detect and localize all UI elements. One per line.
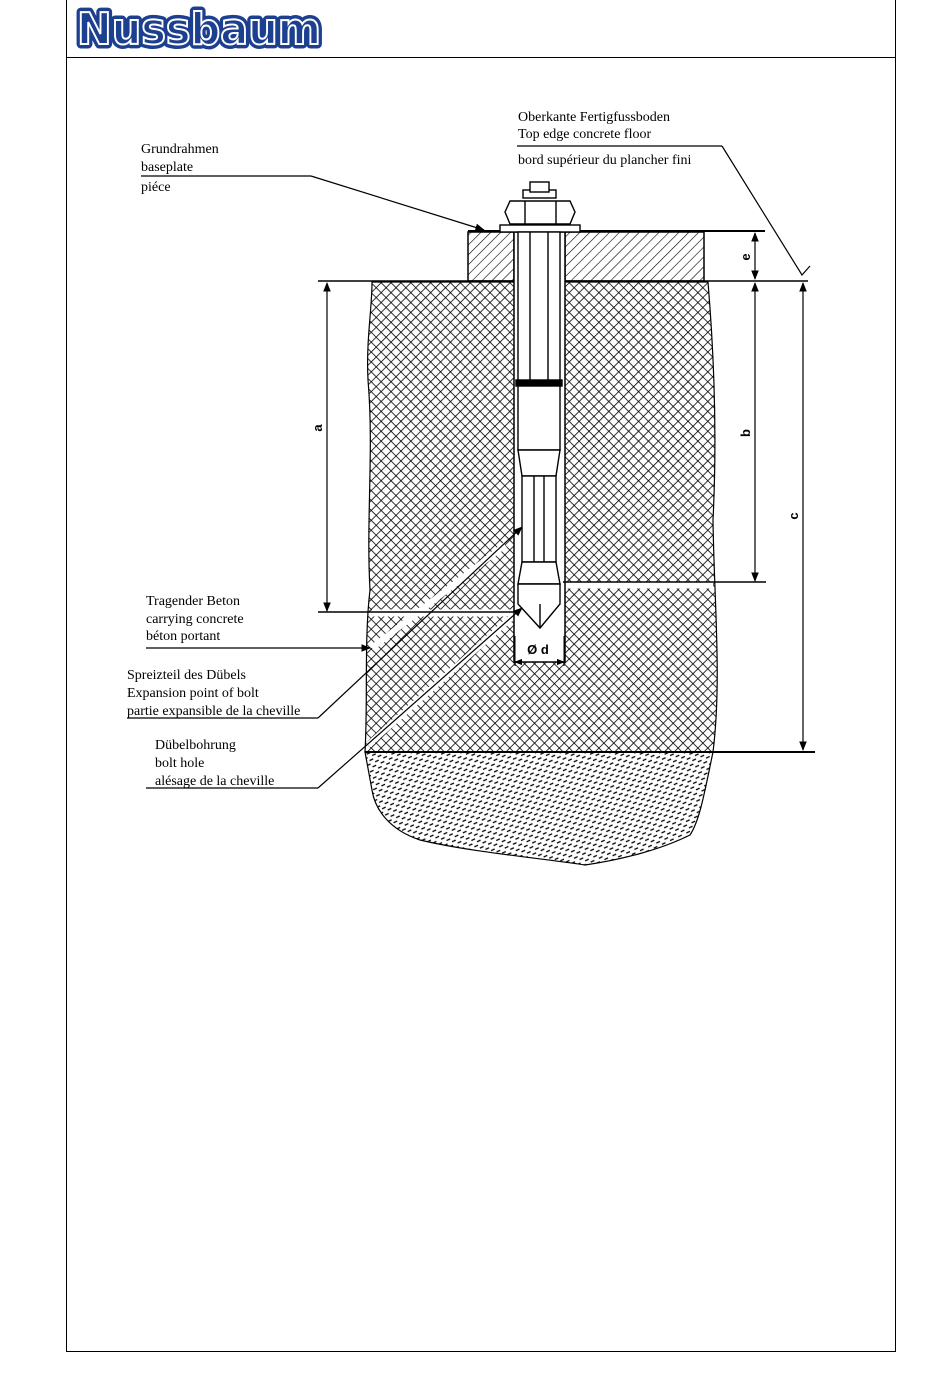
dim-d-label: Ø d [527, 642, 549, 657]
floor-leader [721, 145, 811, 276]
hole-label-fr: alésage de la cheville [155, 774, 274, 789]
baseplate-label-fr: piéce [141, 180, 171, 195]
baseplate-label-de: Grundrahmen [141, 142, 219, 157]
floor-label-fr: bord supérieur du plancher fini [518, 153, 691, 168]
baseplate-left [467, 231, 515, 282]
anchor-bolt [499, 181, 581, 630]
concrete-label-de: Tragender Beton [146, 594, 240, 609]
dim-b-label: b [738, 429, 753, 437]
dim-c-label: c [786, 512, 801, 519]
subsoil-region [364, 751, 714, 866]
expansion-label-en: Expansion point of bolt [127, 686, 259, 701]
nussbaum-logo: Nussbaum Nussbaum [73, 4, 326, 52]
dim-e-label: e [738, 253, 753, 260]
header-rule [66, 57, 896, 58]
baseplate-label-en: baseplate [141, 160, 193, 175]
break-band-diag1 [370, 542, 507, 651]
hole-label-en: bolt hole [155, 756, 204, 771]
logo-text-outline: Nussbaum [77, 4, 321, 52]
expansion-label-fr: partie expansible de la cheville [127, 704, 300, 719]
page-frame [66, 0, 896, 1352]
concrete-label-fr: béton portant [146, 629, 220, 644]
floor-label-en: Top edge concrete floor [518, 127, 651, 142]
baseplate-leader [310, 175, 485, 232]
expansion-label-de: Spreizteil des Dübels [127, 668, 246, 683]
logo-text: Nussbaum [77, 4, 321, 52]
expansion-leader [317, 526, 523, 719]
floor-label-de: Oberkante Fertigfussboden [518, 110, 670, 125]
concrete-label-en: carrying concrete [146, 612, 244, 627]
hole-leader [317, 607, 523, 789]
dim-a-label: a [310, 424, 325, 432]
hole-label-de: Dübelbohrung [155, 738, 236, 753]
baseplate-right [564, 231, 705, 282]
